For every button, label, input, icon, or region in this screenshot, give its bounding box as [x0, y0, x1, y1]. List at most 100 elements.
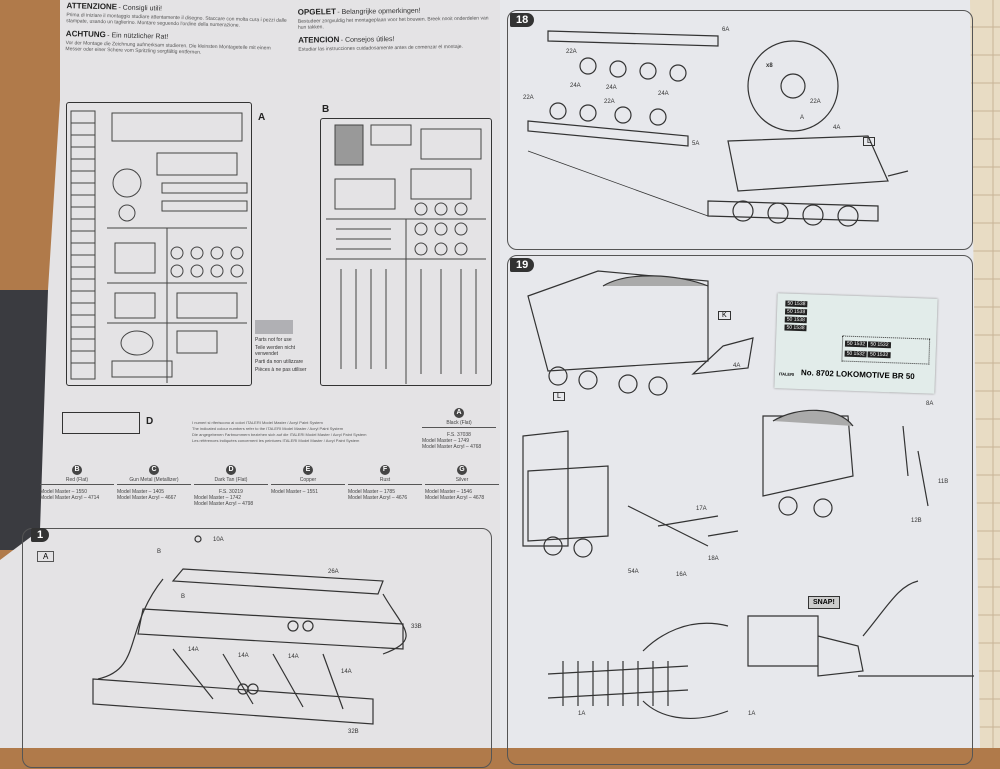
paint-system-note: I numeri si riferiscono ai colori ITALER… [192, 420, 366, 444]
section-title: ATENCION [298, 35, 340, 45]
decal-code: 50 1532 [844, 340, 868, 348]
paint-code: G [457, 465, 467, 475]
decal-code: 50 1532 [844, 350, 867, 358]
paint-note-it: I numeri si riferiscono ai colori ITALER… [192, 420, 323, 425]
step-19-drawing [522, 270, 974, 719]
paint-name: Red (Flat) [40, 477, 114, 485]
step-1-panel: 1 A 10A 26A 33B 14A 14A 14A 14A 32B B B [22, 528, 492, 768]
decal-code: 50 1532 [867, 351, 891, 359]
part-label: 6A [722, 27, 730, 33]
paint-line: Model Master – 1785 [348, 489, 395, 495]
step-1-drawing [92, 535, 407, 725]
sprue-b-parts [326, 124, 486, 384]
legend-fr: Pièces à ne pas utiliser [255, 367, 307, 373]
legend-en: Parts not for use [255, 337, 292, 343]
decal-code: 50 1538 [785, 300, 808, 308]
part-label: 1A [578, 711, 586, 717]
paint-name: Dark Tan (Flat) [194, 477, 268, 485]
decal-codes-left: 50 1538 50 1538 50 1538 50 1538 [784, 300, 835, 334]
decal-code: 50 1532 [868, 341, 891, 349]
paint-line: Model Master – 1742 [194, 495, 241, 501]
kit-number: No. 8702 [800, 368, 834, 379]
part-label: 18A [708, 556, 719, 562]
part-label: 24A [606, 85, 617, 91]
step-number: 19 [510, 258, 535, 272]
paint-line: Model Master Acryl – 4678 [425, 495, 485, 501]
part-label: 17A [696, 506, 707, 512]
paint-name: Copper [271, 477, 345, 485]
marker-box: L [553, 392, 565, 401]
sprue-a-label: A [258, 112, 266, 123]
legend-de: Teile werden nicht verwendet [255, 345, 296, 357]
sprue-d-diagram [62, 412, 140, 434]
paint-d: D Dark Tan (Flat) F.S. 30219 Model Maste… [194, 465, 268, 507]
decal-title: No. 8702 LOKOMOTIVE BR 50 [801, 368, 915, 381]
section-title: ATTENZIONE [66, 1, 118, 12]
step-number: 1 [31, 528, 50, 542]
paint-ref: A [800, 115, 805, 121]
part-label: 22A [810, 99, 821, 105]
paint-name: Rust [348, 477, 422, 485]
decal-code: 50 1538 [784, 308, 808, 316]
paint-c: C Gun Metal (Metallizer) Model Master – … [117, 465, 191, 501]
decal-code: 50 1538 [784, 324, 807, 332]
part-label: 33B [411, 624, 422, 630]
step-18-panel: 18 x8 22A 6A 22A 24A 22A 24A 22A 24A 5A … [507, 10, 973, 250]
part-label: 4A [733, 363, 741, 369]
part-label: 22A [604, 99, 615, 105]
paint-fs: F.S. 30219 [219, 489, 243, 495]
paint-line: Model Master – 1405 [117, 489, 164, 495]
paint-note-de: Die angegebenen Farbnummern beziehen sic… [192, 432, 367, 437]
marker-box: L [863, 137, 875, 146]
sprue-d-label: D [146, 416, 154, 427]
paint-line: Model Master – 1749 [422, 438, 469, 444]
step-19-panel: 19 K L 4A 8A 11B 12B 17A 18A 54A 16A 1A … [507, 255, 974, 765]
part-label: 10A [213, 537, 224, 543]
part-label: 14A [288, 654, 299, 660]
part-label: 32B [348, 729, 359, 735]
part-label: 24A [570, 83, 581, 89]
decal-codes-right: 50 1532 50 1532 50 1532 50 1532 [841, 335, 931, 365]
paint-line: Model Master – 1550 [40, 489, 87, 495]
instructions-text-right: OPGELET - Belangrijke opmerkingen! Bestu… [297, 4, 499, 53]
paint-line: Model Master Acryl – 4676 [348, 495, 408, 501]
paint-line: Model Master – 1551 [271, 489, 318, 495]
legend-it: Parti da non utilizzare [255, 359, 304, 365]
sprue-a-diagram [66, 102, 252, 386]
sub-assembly-label: A [37, 551, 55, 562]
paint-fs: F.S. 37038 [447, 432, 471, 438]
left-page [0, 0, 508, 748]
sprue-b-label: B [322, 104, 330, 115]
paint-name: Silver [425, 477, 499, 485]
decal-code: 50 1538 [784, 316, 807, 324]
part-label: 8A [926, 401, 934, 407]
sprue-b-diagram [320, 118, 492, 386]
paint-code: F [380, 465, 390, 475]
part-label: 4A [833, 125, 841, 131]
quantity-badge: x8 [766, 63, 773, 69]
part-label: 22A [523, 95, 534, 101]
dark-object-edge [0, 290, 48, 550]
not-for-use-swatch [255, 320, 293, 334]
paint-line: Model Master Acryl – 4798 [194, 501, 254, 507]
not-for-use-legend: Parts not for use Teile werden nicht ver… [255, 337, 317, 373]
part-label: 1A [748, 711, 756, 717]
paint-line: Model Master Acryl – 4667 [117, 495, 177, 501]
kit-name: LOKOMOTIVE BR 50 [835, 369, 915, 382]
paint-code: D [226, 465, 236, 475]
marker-box: K [718, 311, 731, 320]
section-body: Bestudeer zorgvuldig het montageplaan vo… [297, 15, 489, 31]
paint-name: Gun Metal (Metallizer) [117, 477, 191, 485]
part-label: 16A [676, 572, 687, 578]
paint-note-en: The indicated colour numbers refer to th… [192, 426, 344, 431]
part-label: 26A [328, 569, 339, 575]
paint-line: Model Master Acryl – 4768 [422, 444, 482, 450]
paint-f: F Rust Model Master – 1785 Model Master … [348, 465, 422, 501]
paint-code: E [303, 465, 313, 475]
paint-e: E Copper Model Master – 1551 [271, 465, 345, 495]
paint-line: Model Master – 1546 [425, 489, 472, 495]
section-subtitle: - Consejos útiles! [340, 36, 395, 44]
paint-code: C [149, 465, 159, 475]
instructions-text-left: ATTENZIONE - Consigli utili! Prima di in… [65, 1, 288, 58]
part-label: 14A [188, 647, 199, 653]
